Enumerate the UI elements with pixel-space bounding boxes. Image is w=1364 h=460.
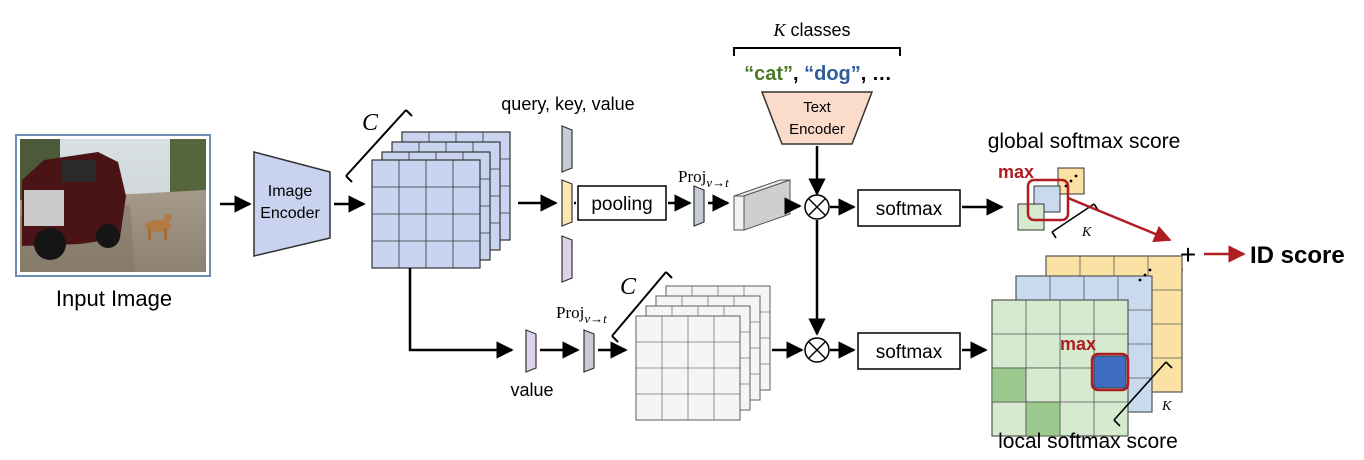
image-encoder-label-1: Image xyxy=(268,183,313,200)
softmax-box-top xyxy=(857,189,961,227)
max-label-bottom: max xyxy=(1060,334,1096,354)
channel-label-bottom: C xyxy=(620,274,637,300)
image-embedding-bar xyxy=(733,179,791,231)
global-dot-1 xyxy=(1064,184,1068,188)
plus-sign: + xyxy=(1180,239,1196,270)
qkv-label: query, key, value xyxy=(501,94,634,114)
text-encoder-label-1: Text xyxy=(803,99,831,116)
global-max-highlight xyxy=(1026,178,1070,222)
channel-bracket-bottom xyxy=(611,271,673,343)
dense-map-layer-4 xyxy=(635,315,741,421)
pooling-label: pooling xyxy=(591,194,652,215)
dense-feature-stack xyxy=(635,285,771,421)
k-label-bottom: K xyxy=(1161,399,1172,414)
feature-map-layer-4 xyxy=(371,159,481,269)
channel-label-top: C xyxy=(362,110,379,136)
proj-label-top: Projv→t xyxy=(678,167,729,190)
local-max-cell xyxy=(1093,355,1127,389)
k-classes-label: K classes xyxy=(772,20,850,40)
value-label: value xyxy=(510,380,553,400)
softmax-box-bottom xyxy=(857,332,961,370)
proj-token-bottom xyxy=(583,329,595,373)
query-token xyxy=(561,125,573,173)
local-cell-dark-2 xyxy=(1025,401,1061,437)
arrow-global-to-plus xyxy=(1067,196,1172,243)
max-label-top: max xyxy=(998,162,1034,182)
global-score-label: global softmax score xyxy=(988,130,1181,153)
local-k-bracket xyxy=(1113,361,1173,427)
local-cell-mid xyxy=(1025,367,1061,403)
pooling-box xyxy=(577,185,667,221)
proj-label-bottom: Projv→t xyxy=(556,303,607,326)
arrow-features-to-value xyxy=(408,268,514,359)
local-dot-2 xyxy=(1143,273,1147,277)
global-dot-3 xyxy=(1074,174,1078,178)
key-token xyxy=(561,179,573,227)
input-image xyxy=(15,134,211,277)
softmax-label-bottom: softmax xyxy=(876,342,943,363)
input-image-label: Input Image xyxy=(56,286,172,311)
global-dot-2 xyxy=(1069,179,1073,183)
class-list: “cat”, “dog”, … xyxy=(744,63,892,85)
local-dot-1 xyxy=(1138,278,1142,282)
otimes-bottom-cross-b xyxy=(808,341,826,359)
value-token xyxy=(561,235,573,283)
proj-token-top xyxy=(693,185,705,227)
softmax-label-top: softmax xyxy=(876,199,943,220)
classes-brace xyxy=(733,47,901,56)
local-score-label: local softmax score xyxy=(998,430,1178,453)
local-dot-3 xyxy=(1148,268,1152,272)
local-cell-dark-1 xyxy=(991,367,1027,403)
global-cell-front xyxy=(1017,203,1045,231)
channel-bracket-top xyxy=(345,109,413,183)
text-encoder-label-2: Encoder xyxy=(789,121,845,138)
image-encoder-label-2: Encoder xyxy=(260,205,320,222)
image-encoder-block xyxy=(253,151,331,257)
k-label-top: K xyxy=(1081,225,1092,240)
text-encoder-block xyxy=(760,91,874,145)
local-max-highlight xyxy=(1090,352,1130,392)
value-token-bottom xyxy=(525,329,537,373)
otimes-top-cross-b xyxy=(808,198,826,216)
feature-map-stack xyxy=(371,131,511,269)
id-score-label: ID score xyxy=(1250,242,1345,269)
